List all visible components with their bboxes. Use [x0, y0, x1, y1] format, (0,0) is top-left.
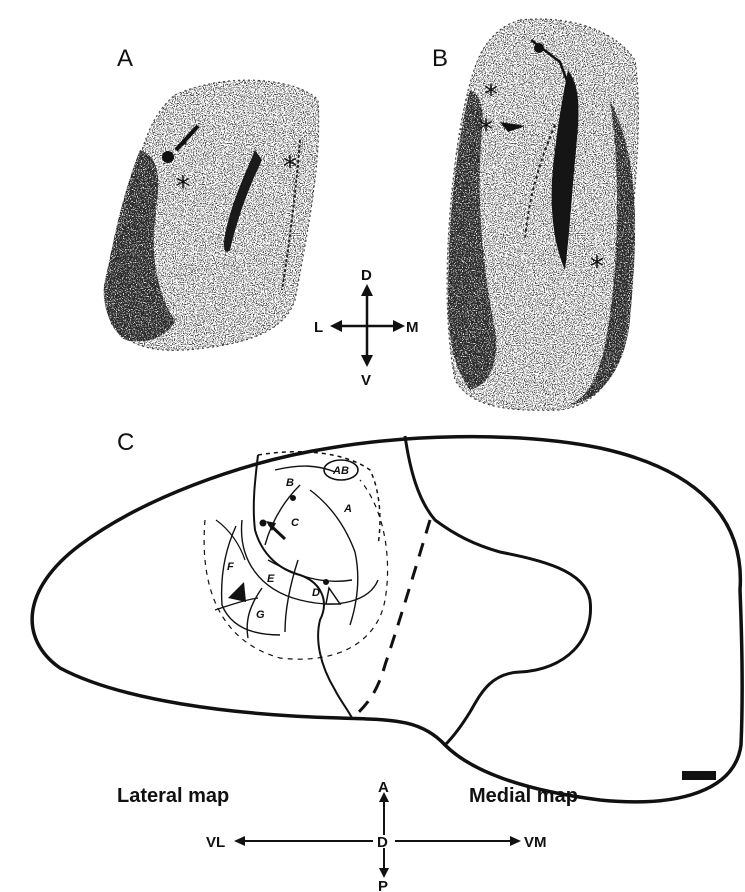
panel-c-label: C [117, 429, 134, 456]
panel-b-section: * * * [447, 19, 638, 410]
orientation-anterior-label: A [378, 779, 389, 796]
zone-label-ab: AB [332, 465, 349, 477]
medial-map-label: Medial map [469, 785, 578, 807]
asterisk-a2: * [283, 150, 297, 183]
panel-a-label: A [117, 45, 133, 72]
asterisk-b3: * [590, 250, 604, 283]
orientation-ventromedial-label: VM [524, 834, 547, 851]
zone-label-a: A [343, 503, 352, 515]
zone-label-d: D [312, 587, 320, 599]
zone-label-g: G [256, 609, 265, 621]
orientation-posterior-label: P [378, 878, 388, 892]
asterisk-b2: * [479, 113, 493, 146]
zone-label-f: F [227, 561, 234, 573]
zone-label-e: E [267, 573, 275, 585]
zone-label-c: C [291, 517, 300, 529]
lateral-map-label: Lateral map [117, 785, 229, 807]
asterisk-b1: * [484, 78, 498, 111]
panel-b-label: B [432, 45, 448, 72]
orientation-medial-label: M [406, 319, 419, 336]
orientation-ventral-label: V [361, 372, 371, 389]
orientation-lateral-label: L [314, 319, 323, 336]
scale-bar [682, 771, 716, 780]
orientation-dorsal-label: D [361, 267, 372, 284]
panel-a-section: * * [104, 80, 319, 350]
panel-c-map [32, 436, 742, 802]
orientation-ventrolateral-label: VL [206, 834, 225, 851]
orientation-compass-top [330, 284, 405, 367]
orientation-dorsal-center-label: D [377, 834, 388, 851]
asterisk-a1: * [176, 170, 190, 203]
zone-label-b: B [286, 477, 294, 489]
